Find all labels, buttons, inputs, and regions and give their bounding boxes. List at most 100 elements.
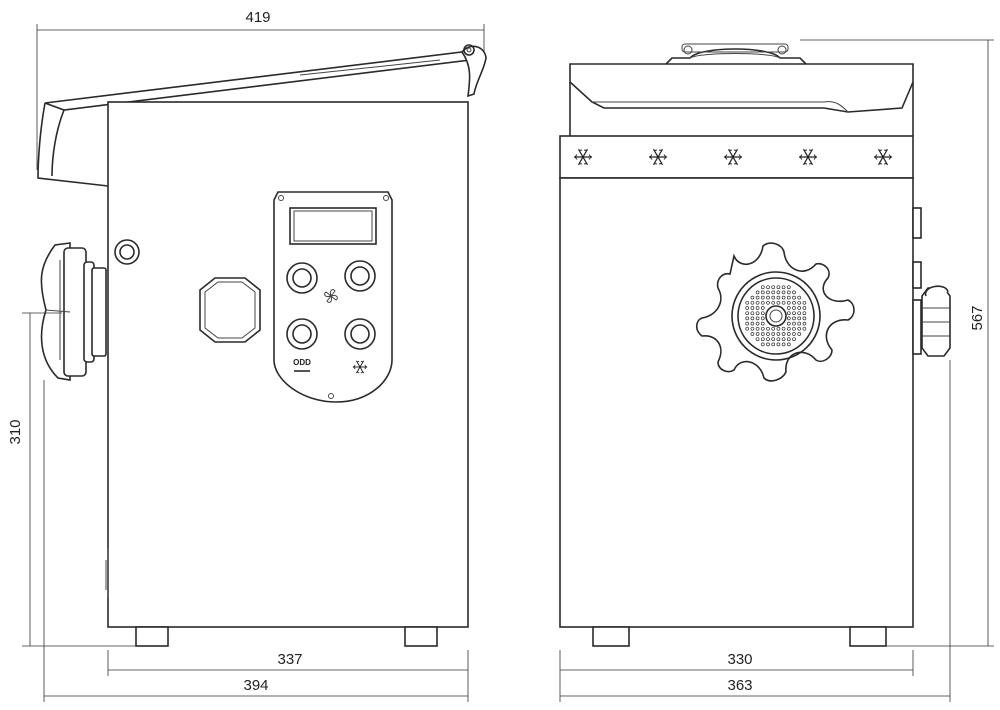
plate-hole — [802, 311, 807, 316]
plate-hole — [771, 290, 776, 295]
plate-hole — [771, 342, 776, 347]
plate-hole — [786, 300, 791, 305]
plate-hole — [786, 342, 791, 347]
plate-hole — [792, 321, 796, 326]
plate-hole — [786, 285, 791, 290]
dim-label-337: 337 — [277, 651, 302, 668]
side-foot-left — [135, 626, 169, 647]
plate-hole — [786, 306, 791, 310]
plate-hole — [786, 311, 791, 316]
plate-hole — [797, 311, 802, 316]
plate-hole — [755, 290, 760, 295]
plate-hole — [781, 342, 786, 347]
plate-hole — [755, 316, 760, 321]
plate-hole — [776, 337, 781, 342]
plate-hole — [776, 326, 781, 331]
plate-hole — [755, 337, 760, 342]
plate-hole — [745, 326, 750, 331]
front-lid — [569, 63, 914, 136]
plate-hole — [792, 311, 796, 316]
plate-hole — [786, 316, 791, 321]
plate-hole — [760, 300, 765, 305]
plate-hole — [792, 326, 796, 331]
plate-hole — [802, 321, 807, 326]
dimension-363: 363 — [559, 360, 951, 702]
plate-hole — [781, 332, 786, 336]
dim-label-330: 330 — [727, 651, 752, 668]
plate-hole — [797, 316, 802, 321]
plate-hole — [797, 306, 802, 310]
panel-button-4 — [344, 318, 376, 350]
plate-hole — [750, 332, 755, 336]
plate-hole — [766, 337, 770, 342]
plate-hole — [776, 342, 781, 347]
plate-hole — [771, 326, 776, 331]
plate-hole — [755, 295, 760, 300]
plate-hole — [781, 300, 786, 305]
plate-hole — [771, 337, 776, 342]
plate-hole — [750, 316, 755, 321]
plate-hole — [771, 332, 776, 336]
plate-hole — [786, 295, 791, 300]
plate-hole — [792, 300, 796, 305]
knob-button — [114, 239, 140, 265]
plate-hole — [755, 321, 760, 326]
plate-hole — [755, 306, 760, 310]
plate-hole — [760, 316, 765, 321]
dimension-394: 394 — [43, 380, 469, 702]
plate-hole — [776, 332, 781, 336]
plate-hole — [781, 337, 786, 342]
dim-label-394: 394 — [243, 677, 268, 694]
plate-hole — [781, 295, 786, 300]
dim-label-567: 567 — [969, 305, 986, 330]
plate-hole — [776, 290, 781, 295]
front-foot-right — [849, 626, 887, 647]
plate-hole — [766, 285, 770, 290]
indicator-label: ODD — [293, 358, 311, 367]
side-foot-right — [404, 626, 438, 647]
side-mechanism — [912, 207, 951, 357]
plate-hole — [797, 332, 802, 336]
plate-hole — [760, 311, 765, 316]
plate-hole — [802, 326, 807, 331]
plate-hole — [786, 332, 791, 336]
plate-hole — [760, 332, 765, 336]
plate-hole — [750, 295, 755, 300]
dimension-330: 330 — [559, 650, 914, 676]
plate-hole — [802, 316, 807, 321]
plate-hole — [792, 316, 796, 321]
plate-hole — [786, 337, 791, 342]
plate-hole — [760, 290, 765, 295]
plate-hole — [760, 342, 765, 347]
plate-hole — [760, 326, 765, 331]
plate-hole — [760, 295, 765, 300]
plate-hole — [760, 321, 765, 326]
dim-label-363: 363 — [727, 677, 752, 694]
plate-hole — [745, 321, 750, 326]
front-view: 567 330 363 — [559, 39, 994, 702]
plate-hole — [797, 295, 802, 300]
plate-hole — [760, 306, 765, 310]
plate-hole — [792, 295, 796, 300]
plate-hole — [781, 326, 786, 331]
plate-hole — [786, 290, 791, 295]
plate-hole — [766, 326, 770, 331]
plate-hole — [771, 300, 776, 305]
plate-hole — [766, 300, 770, 305]
display-screen — [289, 207, 377, 245]
plate-hole — [755, 332, 760, 336]
dimension-567: 567 — [800, 39, 994, 647]
plate-hole — [802, 306, 807, 310]
panel-button-2 — [344, 260, 376, 292]
plate-hole — [792, 290, 796, 295]
plate-hole — [792, 306, 796, 310]
lid — [37, 44, 487, 187]
fan-icon — [324, 289, 338, 303]
plate-hole — [766, 290, 770, 295]
plate-hole — [766, 342, 770, 347]
plate-hole — [755, 326, 760, 331]
plate-hole — [760, 337, 765, 342]
plate-hole — [781, 290, 786, 295]
plate-hole — [776, 295, 781, 300]
